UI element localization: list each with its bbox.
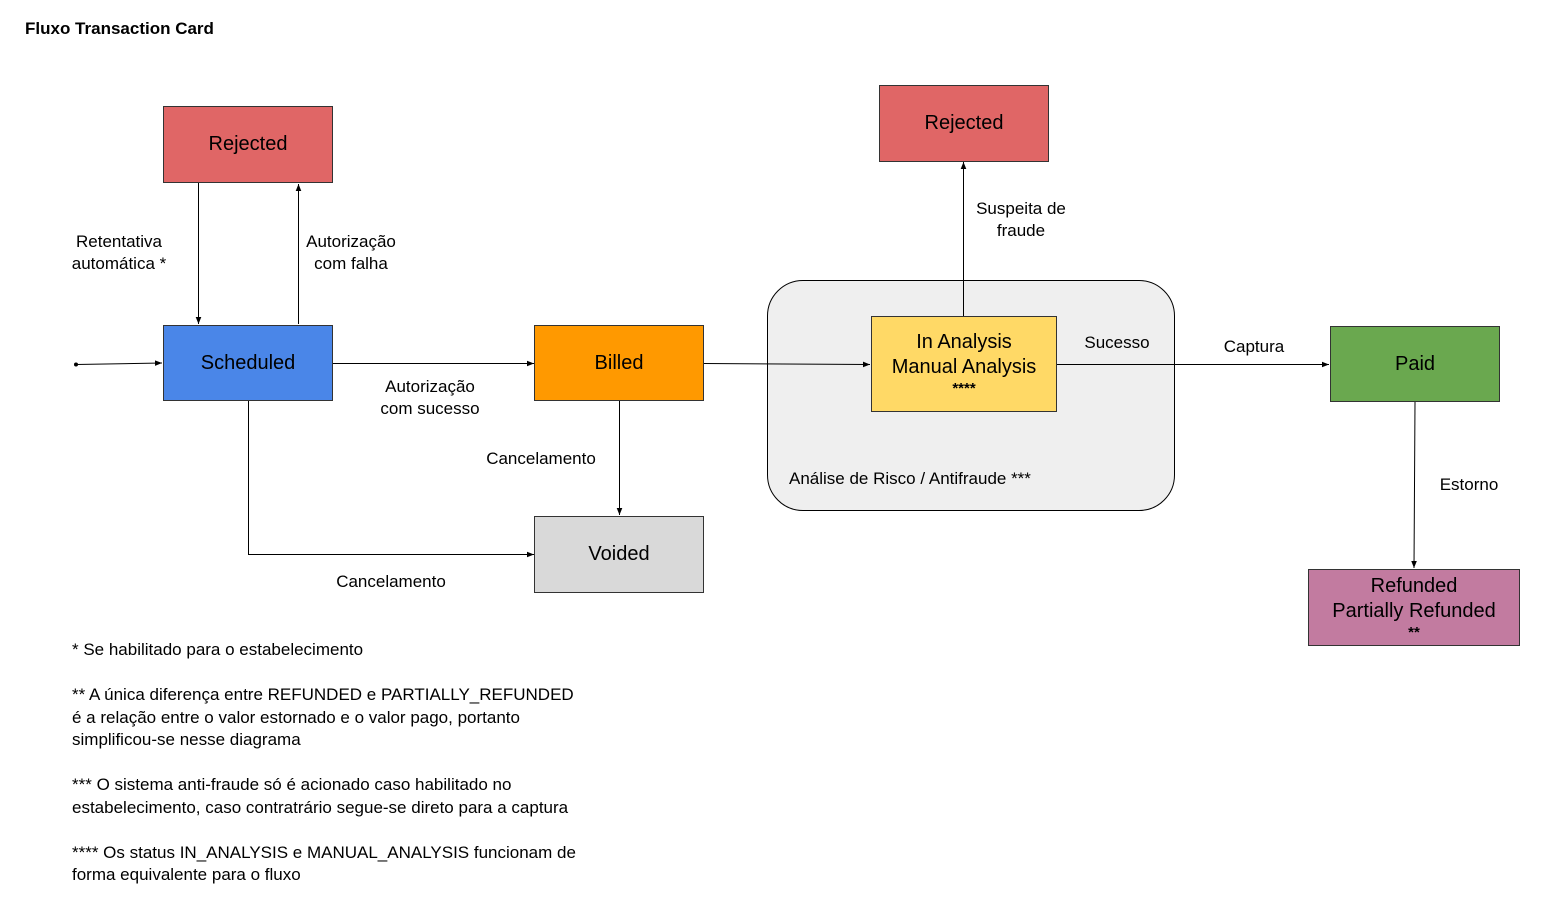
edge-scheduled-to-voided bbox=[248, 401, 534, 558]
edge-label-refund: Estorno bbox=[1432, 474, 1506, 496]
edge-label-retry-line1: Retentativa bbox=[76, 232, 162, 251]
edge-label-cancel-scheduled: Cancelamento bbox=[328, 571, 454, 593]
footnote-1: * Se habilitado para o estabelecimento bbox=[72, 640, 364, 659]
node-in-analysis-label: In Analysis bbox=[916, 331, 1012, 353]
node-refunded-label: Refunded bbox=[1370, 574, 1458, 597]
edge-label-fraud: Suspeita de fraude bbox=[966, 198, 1076, 242]
footnotes: * Se habilitado para o estabelecimento *… bbox=[72, 639, 652, 887]
node-paid-label: Paid bbox=[1394, 352, 1436, 375]
node-paid: Paid bbox=[1330, 326, 1500, 402]
edge-label-refund-line1: Estorno bbox=[1439, 475, 1499, 494]
footnote-4: **** Os status IN_ANALYSIS e MANUAL_ANAL… bbox=[72, 842, 576, 885]
edge-label-fraud-line1: Suspeita de bbox=[976, 199, 1066, 218]
node-voided: Voided bbox=[534, 516, 704, 593]
edge-label-auth-success-line2: com sucesso bbox=[380, 399, 480, 418]
edge-start-to-scheduled bbox=[75, 360, 163, 366]
node-rejected-top: Rejected bbox=[879, 85, 1049, 162]
edge-label-fraud-line2: fraude bbox=[996, 221, 1046, 240]
edge-label-success: Sucesso bbox=[1076, 332, 1158, 354]
edge-label-auth-success: Autorização com sucesso bbox=[370, 376, 490, 420]
node-refunded-marker: ** bbox=[1408, 623, 1420, 641]
footnote-2: ** A única diferença entre REFUNDED e PA… bbox=[72, 685, 574, 749]
node-in-analysis-marker: **** bbox=[952, 380, 976, 397]
node-partially-refunded-label: Partially Refunded bbox=[1332, 599, 1496, 622]
node-scheduled: Scheduled bbox=[163, 325, 333, 401]
edge-label-retry-line2: automática * bbox=[71, 254, 167, 273]
footnote-3: *** O sistema anti-fraude só é acionado … bbox=[72, 775, 569, 817]
node-billed: Billed bbox=[534, 325, 704, 401]
edge-label-auth-fail: Autorização com falha bbox=[296, 231, 406, 275]
node-refunded: Refunded Partially Refunded ** bbox=[1308, 569, 1520, 646]
risk-analysis-group-label: Análise de Risco / Antifraude *** bbox=[789, 469, 1031, 488]
node-rejected-top-label: Rejected bbox=[924, 112, 1004, 134]
diagram-title: Fluxo Transaction Card bbox=[25, 19, 214, 38]
node-in-analysis: In Analysis Manual Analysis **** bbox=[871, 316, 1057, 412]
edge-label-capture-line1: Captura bbox=[1223, 337, 1285, 356]
node-rejected-left: Rejected bbox=[163, 106, 333, 183]
edge-label-auth-fail-line1: Autorização bbox=[306, 232, 396, 251]
edge-label-capture: Captura bbox=[1216, 336, 1292, 358]
node-manual-analysis-label: Manual Analysis bbox=[891, 356, 1037, 378]
edge-label-retry: Retentativa automática * bbox=[62, 231, 176, 275]
edge-label-auth-success-line1: Autorização bbox=[385, 377, 475, 396]
edge-label-cancel-scheduled-line1: Cancelamento bbox=[336, 572, 446, 591]
node-scheduled-label: Scheduled bbox=[200, 351, 296, 374]
edge-label-cancel-billed: Cancelamento bbox=[478, 448, 604, 470]
edge-label-success-line1: Sucesso bbox=[1084, 333, 1150, 352]
node-rejected-left-label: Rejected bbox=[208, 133, 288, 155]
node-billed-label: Billed bbox=[594, 351, 644, 374]
edge-billed-to-in-analysis bbox=[703, 361, 871, 368]
edge-label-auth-fail-line2: com falha bbox=[314, 254, 388, 273]
edge-label-cancel-billed-line1: Cancelamento bbox=[486, 449, 596, 468]
node-voided-label: Voided bbox=[588, 543, 650, 565]
edge-paid-to-refunded bbox=[1411, 401, 1417, 569]
